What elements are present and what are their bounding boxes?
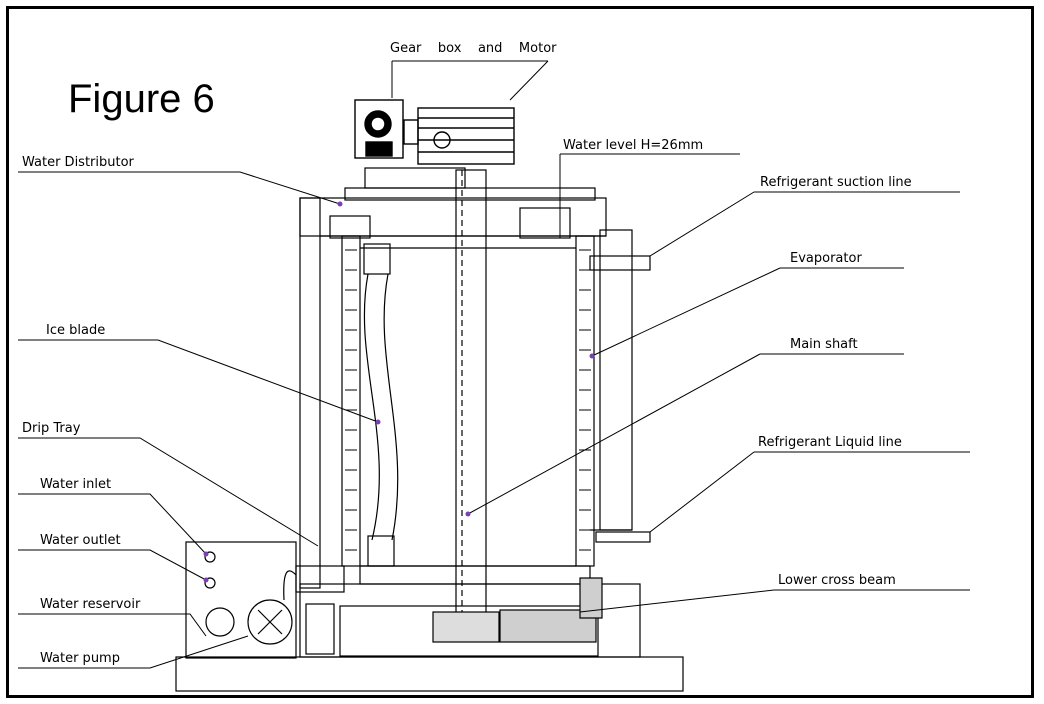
label-water-reservoir: Water reservoir — [40, 597, 141, 612]
liquid-line-port — [595, 531, 651, 543]
figure-frame — [6, 6, 1034, 698]
water-reservoir — [185, 541, 297, 659]
base-plate — [175, 656, 684, 692]
main-shaft — [432, 169, 500, 643]
label-gearbox-motor: Gear box and Motor — [390, 41, 557, 56]
drip-tray — [295, 565, 345, 593]
label-suction-line: Refrigerant suction line — [760, 175, 912, 190]
label-lower-cross-beam: Lower cross beam — [778, 573, 896, 588]
label-water-outlet: Water outlet — [40, 533, 121, 548]
evaporator-wall-right — [575, 235, 595, 567]
figure-title: Figure 6 — [68, 77, 215, 121]
label-liquid-line: Refrigerant Liquid line — [758, 435, 902, 450]
label-water-inlet: Water inlet — [40, 477, 111, 492]
label-water-pump: Water pump — [40, 651, 120, 666]
reservoir-window — [205, 607, 235, 637]
gearbox — [354, 99, 404, 159]
label-water-level: Water level H=26mm — [563, 138, 703, 153]
suction-line-port — [589, 255, 651, 271]
evaporator-wall-left — [341, 235, 361, 567]
gearbox-and-motor — [354, 99, 515, 165]
leader-lines — [18, 60, 970, 669]
label-main-shaft: Main shaft — [790, 337, 858, 352]
outer-casing-left — [299, 197, 321, 589]
water-pump — [247, 599, 293, 645]
label-ice-blade: Ice blade — [46, 323, 105, 338]
label-drip-tray: Drip Tray — [22, 421, 81, 436]
lower-cross-beam — [499, 577, 603, 643]
outer-casing-right — [599, 229, 633, 531]
label-evaporator: Evaporator — [790, 251, 862, 266]
label-water-distributor: Water Distributor — [22, 155, 135, 170]
water-outlet-port — [204, 577, 216, 589]
water-inlet-port — [204, 551, 216, 563]
motor — [417, 107, 515, 165]
ice-blade — [363, 243, 399, 567]
